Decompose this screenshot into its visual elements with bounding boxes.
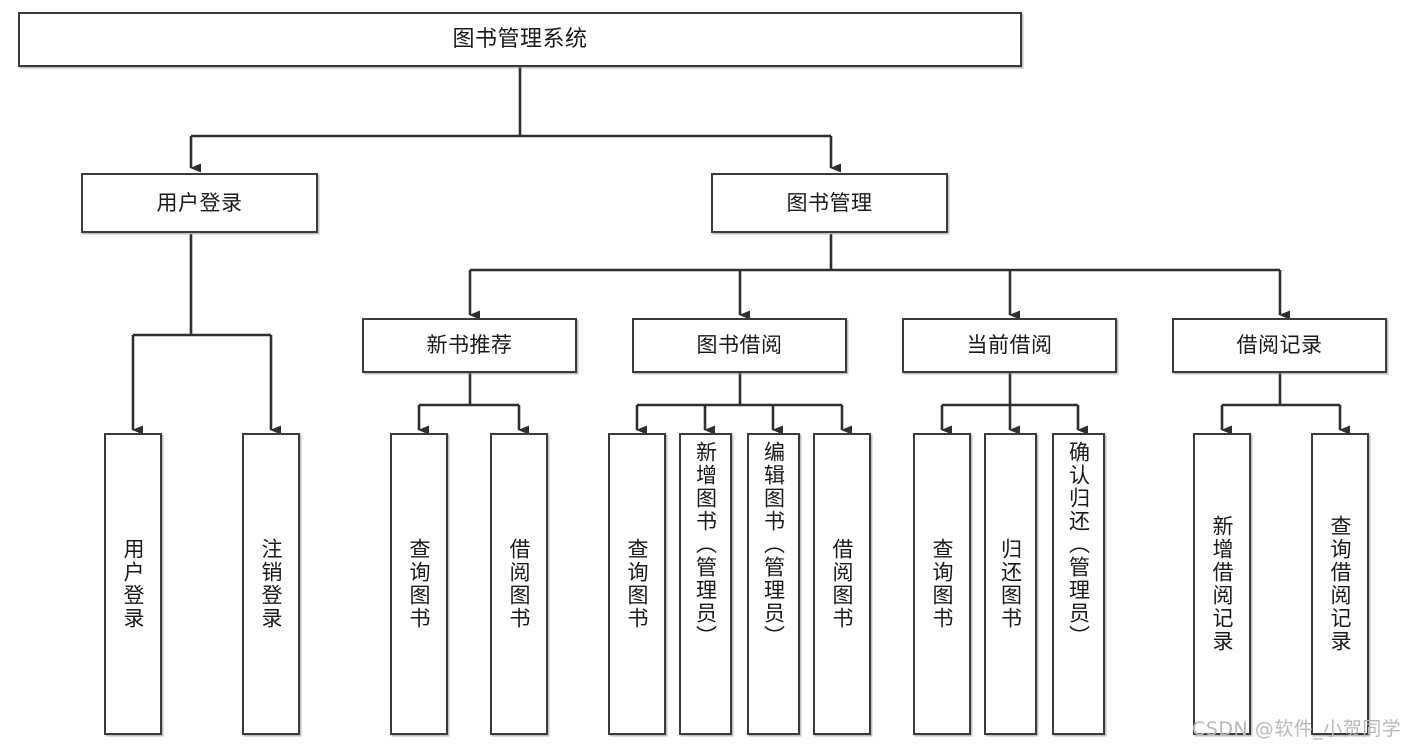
node-label: 当前借阅 <box>966 333 1053 358</box>
node-label: 新增借阅记录 <box>1210 515 1235 653</box>
node-label: 查询借阅记录 <box>1328 515 1353 653</box>
csdn-watermark: CSDN @软件_小贺同学 <box>1192 718 1402 740</box>
leaf-return-book[interactable]: 归还图书 <box>984 433 1037 735</box>
node-current-borrow[interactable]: 当前借阅 <box>902 318 1117 373</box>
leaf-query-borrow-record[interactable]: 查询借阅记录 <box>1311 433 1369 735</box>
leaf-query-book-current[interactable]: 查询图书 <box>913 433 971 735</box>
leaf-borrow-book-borrow[interactable]: 借阅图书 <box>813 433 871 735</box>
node-label: 查询图书 <box>407 538 432 630</box>
node-root-book-management-system[interactable]: 图书管理系统 <box>18 12 1022 67</box>
leaf-add-book-admin[interactable]: 新增图书（管理员） <box>679 433 732 735</box>
leaf-query-book-borrow[interactable]: 查询图书 <box>608 433 666 735</box>
node-label: 用户登录 <box>121 538 146 630</box>
node-label: 借阅图书 <box>507 538 532 630</box>
node-book-manage[interactable]: 图书管理 <box>711 173 948 233</box>
node-label: 归还图书 <box>998 538 1023 630</box>
node-label: 新增图书（管理员） <box>693 441 718 648</box>
node-label: 查询图书 <box>930 538 955 630</box>
node-label: 注销登录 <box>259 538 284 630</box>
leaf-user-login[interactable]: 用户登录 <box>104 433 162 735</box>
node-label: 用户登录 <box>156 190 243 215</box>
node-label: 图书管理系统 <box>452 26 588 52</box>
leaf-logout-login[interactable]: 注销登录 <box>242 433 300 735</box>
node-label: 确认归还（管理员） <box>1066 441 1091 648</box>
node-label: 图书管理 <box>786 190 873 215</box>
node-label: 借阅图书 <box>830 538 855 630</box>
node-user-login[interactable]: 用户登录 <box>81 173 318 233</box>
leaf-edit-book-admin[interactable]: 编辑图书（管理员） <box>747 433 800 735</box>
node-book-borrow[interactable]: 图书借阅 <box>632 318 847 373</box>
leaf-add-borrow-record[interactable]: 新增借阅记录 <box>1193 433 1251 735</box>
leaf-query-book-recommend[interactable]: 查询图书 <box>390 433 448 735</box>
node-label: 图书借阅 <box>696 333 783 358</box>
node-label: 查询图书 <box>625 538 650 630</box>
node-label: 新书推荐 <box>426 333 513 358</box>
leaf-borrow-book-recommend[interactable]: 借阅图书 <box>490 433 548 735</box>
node-borrow-record[interactable]: 借阅记录 <box>1172 318 1387 373</box>
node-label: 编辑图书（管理员） <box>761 441 786 648</box>
leaf-confirm-return-admin[interactable]: 确认归还（管理员） <box>1052 433 1105 735</box>
node-new-book-recommend[interactable]: 新书推荐 <box>362 318 577 373</box>
node-label: 借阅记录 <box>1236 333 1323 358</box>
